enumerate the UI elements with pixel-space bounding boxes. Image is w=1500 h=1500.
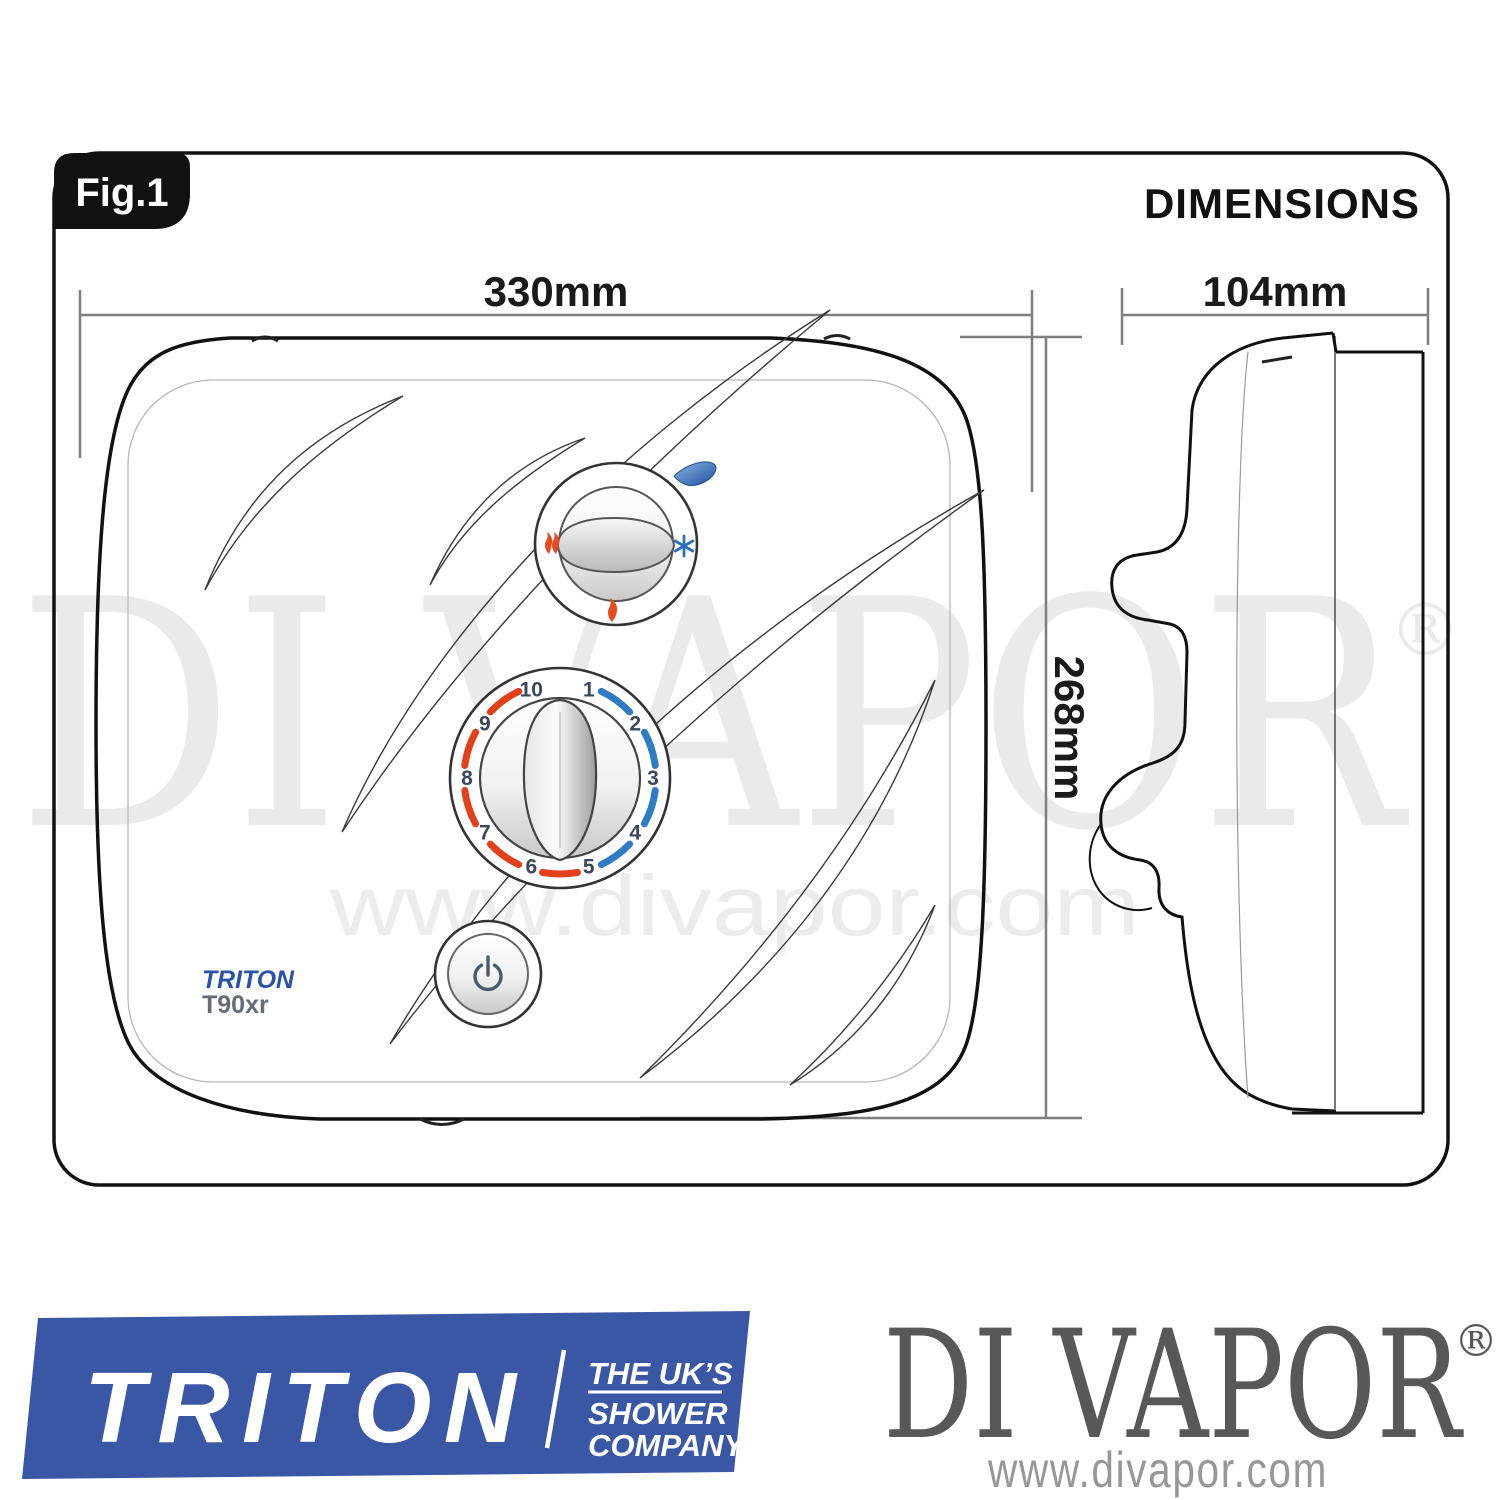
hot-icon <box>545 532 560 554</box>
fig-badge <box>54 153 190 229</box>
red-arc <box>539 868 581 878</box>
triton-banner <box>22 1311 750 1479</box>
blue-arc <box>640 787 659 828</box>
red-arc <box>486 840 523 869</box>
side-inner-contour <box>1236 351 1249 1099</box>
side-view-body-fill <box>1184 333 1423 1113</box>
watermark-layer: DI VAPOR ® www.divapor.com <box>18 534 1462 954</box>
dim-label-depth: 104mm <box>1203 268 1348 315</box>
dial-number-3: 3 <box>647 767 659 790</box>
water-drop-icon <box>673 461 717 487</box>
side-profile-outline <box>1099 331 1337 1113</box>
dimension-lines <box>78 288 1430 1120</box>
diagram-panel: Fig.1 DIMENSIONS 330mm 104mm 268mm <box>52 151 1450 1187</box>
tagline-line-3: COMPANY <box>588 1428 747 1463</box>
power-button <box>433 919 543 1029</box>
dim-label-width: 330mm <box>484 268 629 315</box>
dial-number-5: 5 <box>583 855 595 878</box>
red-arc <box>461 787 480 828</box>
swoosh <box>789 904 936 1086</box>
top-notch-right <box>823 334 851 341</box>
fig-badge-label: Fig.1 <box>75 171 168 215</box>
panel-border <box>52 151 1450 1187</box>
dial-number-1: 1 <box>583 679 595 702</box>
cold-icon <box>673 534 695 558</box>
front-inner-contour <box>127 379 951 1083</box>
divapor-registered-icon: ® <box>1454 1316 1498 1367</box>
side-handle-lip <box>1088 823 1153 912</box>
dial-number-4: 4 <box>629 822 641 845</box>
swoosh <box>341 309 831 833</box>
dial-number-2: 2 <box>629 712 641 735</box>
swoosh <box>429 437 586 586</box>
red-arc <box>461 728 480 769</box>
flow-dial-numbers: 1 2 3 4 5 6 7 8 9 10 <box>461 679 659 879</box>
temperature-knob <box>533 461 717 627</box>
page-title: DIMENSIONS <box>1144 180 1420 227</box>
tagline-line-2: SHOWER <box>588 1396 728 1431</box>
tagline-line-1: THE UK’S <box>588 1356 733 1391</box>
bottom-notch <box>419 1117 465 1126</box>
side-view <box>1088 331 1425 1115</box>
dial-number-8: 8 <box>461 767 473 790</box>
footer: TRITON THE UK’S SHOWER COMPANY DI VAPOR … <box>22 1299 1498 1498</box>
watermark-registered-icon: ® <box>1389 588 1461 672</box>
power-icon <box>473 955 503 992</box>
blue-arc <box>640 728 659 769</box>
temp-knob-handle <box>556 516 676 574</box>
side-top-step <box>1331 332 1338 353</box>
dim-label-height: 268mm <box>1046 656 1093 801</box>
flow-dial-arcs <box>461 687 659 878</box>
flame-icon <box>608 598 618 622</box>
dial-number-10: 10 <box>520 679 543 702</box>
watermark-divapor: DI VAPOR <box>18 534 1411 900</box>
device-model-label: T90xr <box>202 991 269 1019</box>
triton-tagline: THE UK’S SHOWER COMPANY <box>588 1356 747 1463</box>
divapor-url: www.divapor.com <box>987 1442 1328 1498</box>
top-notch-left <box>251 335 279 343</box>
dial-number-9: 9 <box>479 712 491 735</box>
front-view: 1 2 3 4 5 6 7 8 9 10 <box>94 309 988 1126</box>
dial-number-7: 7 <box>479 822 491 845</box>
dial-number-6: 6 <box>525 855 537 878</box>
divapor-logo: DI VAPOR <box>883 1299 1464 1473</box>
banner-divider <box>544 1349 567 1449</box>
swoosh <box>639 679 936 1079</box>
swoosh <box>204 395 404 591</box>
device-brand-label: TRITON <box>202 966 295 994</box>
red-arc <box>486 687 523 716</box>
flow-dial: 1 2 3 4 5 6 7 8 9 10 <box>448 666 672 890</box>
blue-arc <box>597 687 634 716</box>
blue-arc <box>597 840 634 869</box>
side-top-slot <box>1261 355 1293 364</box>
front-case-outline <box>94 336 988 1121</box>
